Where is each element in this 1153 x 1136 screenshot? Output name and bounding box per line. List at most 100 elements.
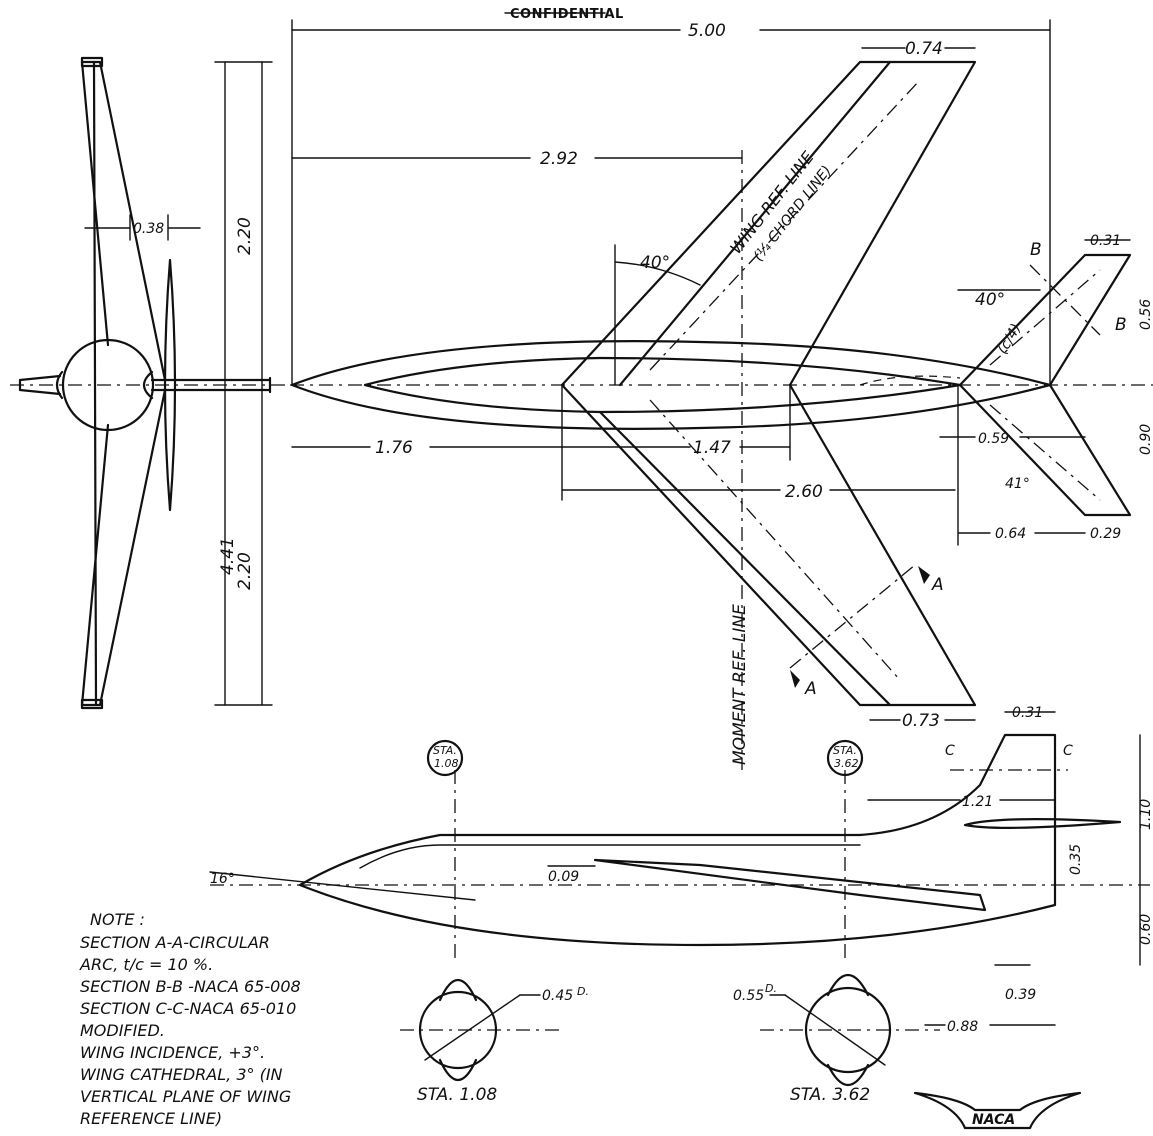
plan-tail-lower bbox=[958, 383, 1132, 517]
sta-2-top: STA. bbox=[833, 744, 857, 757]
plan-tail-lower-ref bbox=[989, 404, 1101, 501]
front-wing-tip-top bbox=[80, 56, 104, 68]
side-canopy bbox=[359, 844, 861, 869]
dim-fin-039: 0.39 bbox=[1005, 987, 1036, 1003]
note-line-9: REFERENCE LINE) bbox=[80, 1109, 222, 1128]
dim-fin-060: 0.60 bbox=[1138, 914, 1153, 945]
angle-tail-sweep: 40° bbox=[975, 290, 1005, 310]
naca-wings-icon bbox=[913, 1091, 1082, 1130]
dim-fin-tip-chord: 0.31 bbox=[1012, 705, 1043, 721]
section-sta-1-belly bbox=[438, 1058, 478, 1081]
side-incidence-line bbox=[209, 871, 476, 901]
section-sta-1-caption: STA. 1.08 bbox=[417, 1085, 497, 1105]
dim-span-half-lower: 2.20 bbox=[235, 552, 255, 590]
side-wing-section bbox=[593, 858, 987, 912]
dim-tail-064: 0.64 bbox=[995, 526, 1026, 542]
dim-root-chord-part: 1.47 bbox=[693, 438, 731, 458]
note-line-1: SECTION A-A-CIRCULAR bbox=[80, 933, 270, 952]
section-sta-1-diam-line bbox=[424, 994, 521, 1061]
section-sta-2-caption: STA. 3.62 bbox=[790, 1085, 870, 1105]
plan-wing-upper-inner bbox=[618, 60, 892, 387]
note-line-8: VERTICAL PLANE OF WING bbox=[80, 1087, 291, 1106]
front-tail-left bbox=[18, 374, 62, 396]
section-sta-2-d: D. bbox=[765, 982, 777, 995]
plan-tail-upper-ref bbox=[989, 269, 1101, 366]
dim-tail-090: 0.90 bbox=[1138, 424, 1153, 455]
plan-wing-ref-line bbox=[649, 79, 921, 371]
section-sta-2-belly bbox=[826, 1063, 870, 1086]
angle-wing-arc bbox=[614, 261, 701, 286]
section-a-arrow-top bbox=[918, 566, 930, 584]
label-section-a-bottom: A bbox=[804, 679, 817, 699]
note-line-4: SECTION C-C-NACA 65-010 bbox=[80, 999, 296, 1018]
note-line-0: NOTE : bbox=[90, 910, 145, 929]
section-a-arrow-bottom bbox=[790, 670, 800, 688]
side-tail-airfoil bbox=[963, 818, 1122, 829]
note-block: NOTE : SECTION A-A-CIRCULAR ARC, t/c = 1… bbox=[79, 910, 301, 1128]
sta-2-bubble bbox=[826, 739, 864, 777]
plan-view: 5.00 0.74 2.92 WING REF. LINE (¼ CHORD L… bbox=[290, 19, 1153, 770]
angle-tail-41: 41° bbox=[1005, 476, 1030, 492]
side-fuselage bbox=[298, 733, 1057, 947]
dim-wing-tip-chord: 0.74 bbox=[905, 39, 943, 59]
label-section-c-right: C bbox=[1063, 743, 1073, 759]
plan-tail-upper bbox=[958, 253, 1132, 387]
plan-wing-upper bbox=[560, 60, 977, 387]
label-section-b-bottom: B bbox=[1115, 315, 1127, 335]
dim-wing-span-dim: 2.60 bbox=[785, 482, 823, 502]
naca-logo: NACA bbox=[913, 1091, 1082, 1130]
front-fin-lens bbox=[163, 258, 177, 512]
dim-fin-121: 1.21 bbox=[962, 794, 993, 810]
front-wing-outer bbox=[80, 60, 167, 707]
sta-2-num: 3.62 bbox=[834, 757, 859, 770]
note-line-3: SECTION B-B -NACA 65-008 bbox=[80, 977, 301, 996]
cross-sections: 0.45 D. STA. 1.08 0.55 D. STA. 3.62 bbox=[400, 974, 940, 1105]
section-sta-2-diameter: 0.55 bbox=[733, 988, 764, 1004]
dim-span-half-upper: 2.20 bbox=[235, 217, 255, 255]
side-incidence-angle: 16° bbox=[210, 871, 235, 887]
sta-1-top: STA. bbox=[433, 744, 457, 757]
section-sta-1-canopy bbox=[438, 979, 478, 1002]
front-view: 0.38 2.20 2.20 4.41 bbox=[10, 56, 290, 710]
dim-tail-tip-chord: 0.31 bbox=[1090, 233, 1121, 249]
dim-fin-035: 0.35 bbox=[1068, 844, 1084, 875]
sta-1-num: 1.08 bbox=[434, 757, 459, 770]
front-wing-edge bbox=[92, 60, 98, 707]
plan-wing-lower-ref bbox=[649, 399, 901, 681]
dim-tail-059: 0.59 bbox=[978, 431, 1009, 447]
note-line-5: MODIFIED. bbox=[80, 1021, 165, 1040]
side-dim-009: 0.09 bbox=[548, 869, 579, 885]
plan-wing-lower-inner bbox=[598, 410, 892, 707]
note-line-6: WING INCIDENCE, +3°. bbox=[80, 1043, 265, 1062]
section-sta-1-diameter: 0.45 bbox=[542, 988, 573, 1004]
angle-wing-sweep: 40° bbox=[640, 253, 670, 273]
section-b-line bbox=[1029, 264, 1101, 336]
sta-1-bubble bbox=[426, 739, 464, 777]
label-moment-ref-line: MOMENT REF. LINE bbox=[730, 604, 750, 765]
dim-span-total: 4.41 bbox=[218, 537, 238, 575]
note-line-7: WING CATHEDRAL, 3° (IN bbox=[80, 1065, 283, 1084]
section-sta-2-canopy bbox=[826, 974, 870, 997]
dim-038-label: 0.38 bbox=[133, 221, 164, 237]
dim-nose-to-root: 1.76 bbox=[375, 438, 413, 458]
front-tail-right bbox=[150, 376, 272, 394]
dim-nose-to-moment: 2.92 bbox=[540, 149, 578, 169]
section-sta-2-diam-line bbox=[784, 994, 886, 1066]
side-view: 16° 0.09 STA. 1.08 STA. 3.62 0.31 C C 1.… bbox=[209, 705, 1153, 1035]
front-inlet-right bbox=[142, 370, 154, 400]
section-a-line bbox=[789, 564, 916, 669]
front-inlet-left bbox=[55, 370, 64, 400]
naca-text: NACA bbox=[972, 1112, 1015, 1128]
plan-wing-lower bbox=[560, 383, 977, 707]
label-section-b-top: B bbox=[1030, 240, 1042, 260]
note-line-2: ARC, t/c = 10 %. bbox=[79, 955, 213, 974]
dim-fin-088: 0.88 bbox=[947, 1019, 978, 1035]
label-section-a-top: A bbox=[931, 575, 944, 595]
section-sta-1-d: D. bbox=[577, 985, 589, 998]
front-wing-tip-bottom bbox=[80, 698, 104, 710]
dim-fin-height: 1.10 bbox=[1138, 799, 1153, 830]
dim-wing-lower-tip-chord: 0.73 bbox=[902, 711, 940, 731]
dim-tail-029: 0.29 bbox=[1090, 526, 1121, 542]
classification-stamp: CONFIDENTIAL bbox=[510, 7, 624, 22]
